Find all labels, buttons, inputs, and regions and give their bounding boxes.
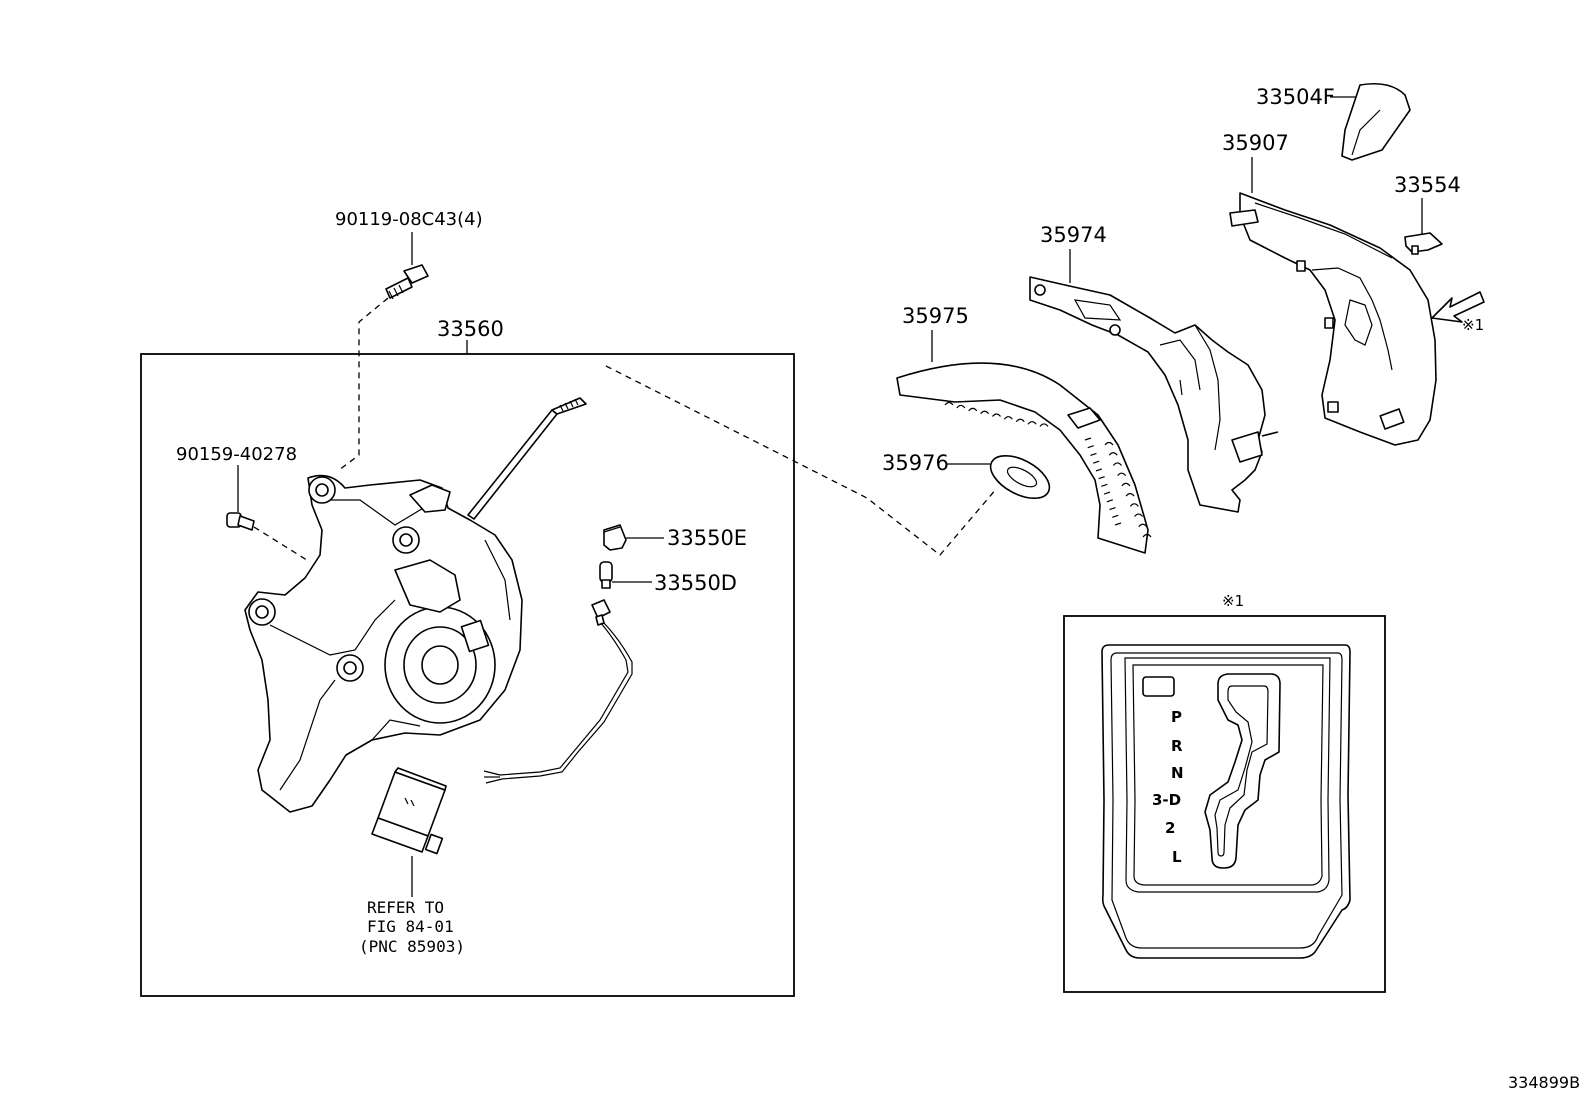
label-35975: 35975 bbox=[902, 304, 969, 328]
label-35974: 35974 bbox=[1040, 223, 1107, 247]
slide-tooth bbox=[944, 401, 954, 406]
label-35907: 35907 bbox=[1222, 131, 1289, 155]
refer-note-line3: (PNC 85903) bbox=[359, 937, 465, 956]
slide-tick bbox=[1098, 476, 1105, 480]
slide-tick bbox=[1106, 499, 1114, 503]
detail-view-box bbox=[1063, 615, 1386, 993]
slide-tooth bbox=[1142, 533, 1152, 538]
clip-33554-icon bbox=[1404, 232, 1443, 255]
slide-tooth bbox=[1125, 493, 1135, 497]
gear-n: N bbox=[1171, 764, 1184, 782]
slide-tooth bbox=[1039, 423, 1049, 427]
gear-r: R bbox=[1171, 737, 1183, 755]
view-arrow-icon bbox=[1431, 291, 1485, 323]
shift-knob-33504f-icon bbox=[1341, 82, 1411, 161]
slide-tick bbox=[1084, 437, 1092, 441]
slide-tooth bbox=[968, 407, 978, 412]
slide-tooth bbox=[1134, 513, 1144, 517]
shift-gate-plate: P R N 3-D 2 L bbox=[1101, 644, 1351, 959]
shift-bezel-35907 bbox=[1229, 192, 1437, 446]
bulb-33550e-icon bbox=[603, 524, 627, 551]
slide-tooth bbox=[1108, 452, 1118, 456]
label-33550d: 33550D bbox=[654, 571, 737, 595]
slide-tick bbox=[1090, 452, 1097, 457]
slide-tooth bbox=[1015, 418, 1025, 423]
slide-tooth bbox=[1003, 416, 1013, 420]
shift-rod bbox=[467, 397, 587, 520]
slide-tooth bbox=[1112, 462, 1122, 466]
slide-plate-teeth bbox=[944, 401, 1152, 538]
slide-tooth bbox=[992, 413, 1001, 417]
slide-tooth bbox=[1104, 441, 1114, 446]
slide-tooth bbox=[980, 410, 990, 415]
gear-2: 2 bbox=[1165, 819, 1175, 837]
slide-tooth bbox=[956, 404, 966, 409]
slide-tooth bbox=[1129, 503, 1139, 507]
gear-p: P bbox=[1171, 708, 1182, 726]
slide-tick bbox=[1112, 514, 1119, 518]
label-90119: 90119-08C43(4) bbox=[335, 209, 483, 230]
refer-note-line1: REFER TO bbox=[367, 898, 444, 917]
label-35976: 35976 bbox=[882, 451, 949, 475]
refer-note-line2: FIG 84-01 bbox=[367, 917, 454, 936]
slide-tick bbox=[1087, 445, 1094, 449]
slide-tick bbox=[1092, 460, 1100, 464]
ref-mark: ※1 bbox=[1462, 316, 1484, 334]
label-33554: 33554 bbox=[1394, 173, 1461, 197]
slide-tooth bbox=[1027, 421, 1037, 425]
slide-plate-35975 bbox=[896, 362, 1152, 554]
label-33504f: 33504F bbox=[1256, 85, 1335, 109]
connector-block-icon bbox=[371, 767, 447, 855]
slide-tooth bbox=[1138, 523, 1148, 528]
detail-title: ※1 bbox=[1222, 592, 1244, 610]
slide-tooth bbox=[1117, 472, 1127, 477]
label-33560: 33560 bbox=[437, 317, 504, 341]
slide-tooth bbox=[1121, 482, 1131, 487]
screw-90159-icon bbox=[226, 512, 255, 531]
shift-lever-bracket bbox=[244, 474, 523, 813]
bulb-socket-wire bbox=[483, 599, 633, 784]
slide-tick bbox=[1103, 491, 1111, 495]
gear-3d: 3-D bbox=[1152, 791, 1181, 809]
slide-tick bbox=[1095, 468, 1103, 472]
indicator-housing-35974 bbox=[1029, 276, 1279, 513]
slide-tick bbox=[1109, 506, 1116, 511]
bulb-33550d-icon bbox=[599, 561, 613, 589]
bolt-90119-icon bbox=[385, 264, 429, 300]
label-90159: 90159-40278 bbox=[176, 444, 297, 465]
slide-tick bbox=[1101, 483, 1108, 487]
slide-tick bbox=[1114, 522, 1122, 526]
label-33550e: 33550E bbox=[667, 526, 747, 550]
indicator-disc-35976-icon bbox=[989, 454, 1051, 500]
gear-l: L bbox=[1172, 848, 1182, 866]
diagram-id: 334899B bbox=[1508, 1073, 1580, 1092]
